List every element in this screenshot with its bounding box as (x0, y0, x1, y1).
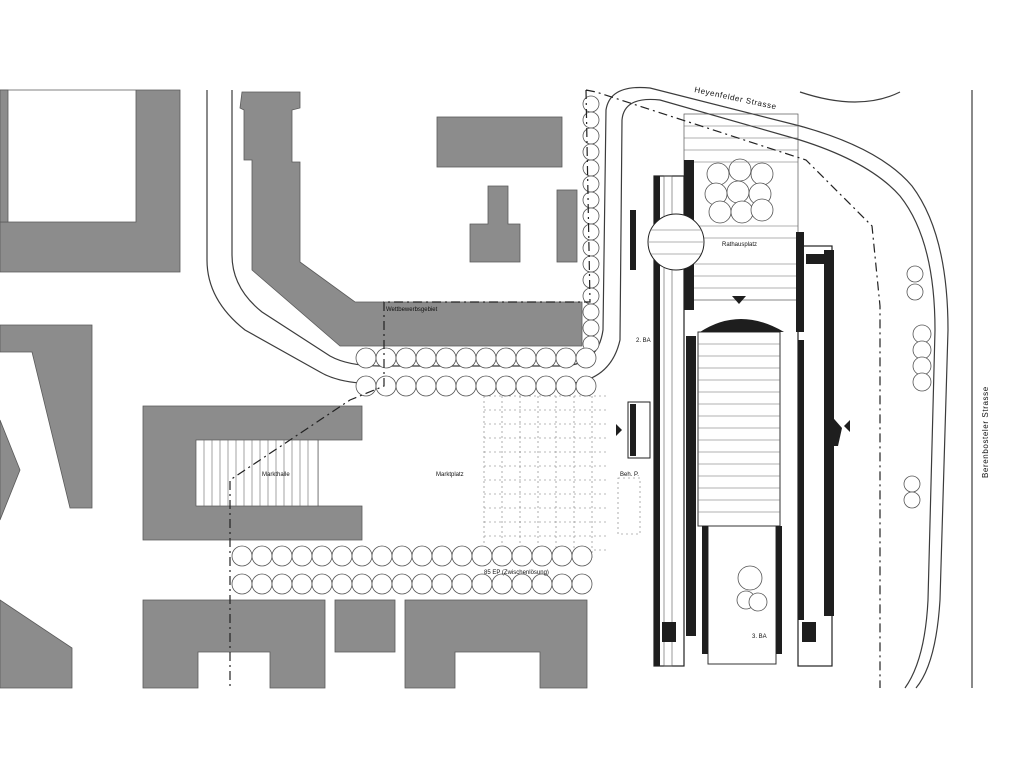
road-north-curve (799, 91, 901, 103)
building-bottom-left (142, 599, 326, 689)
tree-row-north-lower (355, 375, 597, 397)
label-wettbewerbsgebiet: Wettbewerbsgebiet (386, 307, 438, 313)
tree-rows (231, 95, 932, 612)
tree-row-vertical (582, 95, 600, 353)
label-marktplatz: Marktplatz (436, 472, 464, 478)
label-behinderten-parking: Beh. P. (620, 472, 639, 478)
tree-row-east (903, 265, 932, 509)
road-outer-curve (231, 86, 949, 689)
label-markthalle: Markthalle (262, 472, 290, 478)
street-north-label: Heyenfelder Strasse (694, 85, 778, 111)
tree-row-south-lower (231, 573, 593, 595)
street-east-label: Berenbosteler Strasse (981, 386, 990, 478)
tree-row-north-upper (355, 347, 597, 369)
roads (206, 86, 973, 689)
label-parking-interim: 85 EP (Zwischenlösung) (484, 570, 549, 576)
label-bauabschnitt-3: 3. BA (752, 634, 767, 640)
tree-cluster-courtyard (736, 565, 768, 612)
main-hall-hatch (698, 343, 780, 513)
entrance-marker-west (616, 424, 622, 436)
rathaus-new-building (616, 113, 850, 667)
building-block-triangle (0, 324, 93, 521)
hall-dome (700, 319, 784, 332)
building-small-cross (469, 185, 521, 263)
building-narrow-vertical (556, 189, 578, 263)
competition-boundary (229, 89, 881, 688)
building-strip-left (0, 89, 9, 223)
parking-grid (483, 395, 641, 560)
entrance-marker-north (732, 296, 746, 304)
tree-row-south-upper (231, 545, 593, 567)
building-bottom-small (334, 599, 396, 653)
road-inner-curve (206, 90, 936, 689)
building-block-left-lower (0, 599, 73, 689)
existing-buildings (0, 89, 588, 689)
building-top-centre (436, 116, 563, 168)
building-long-l-shape (239, 91, 583, 347)
markthalle-hall-hatch (195, 439, 319, 507)
building-block-top-left (0, 89, 181, 273)
building-bottom-right (404, 599, 588, 689)
label-bauabschnitt-2: 2. BA (636, 338, 651, 344)
label-rathausplatz: Rathausplatz (722, 242, 757, 248)
tree-cluster-rathausplatz (704, 158, 774, 224)
entrance-marker-east (844, 420, 850, 432)
